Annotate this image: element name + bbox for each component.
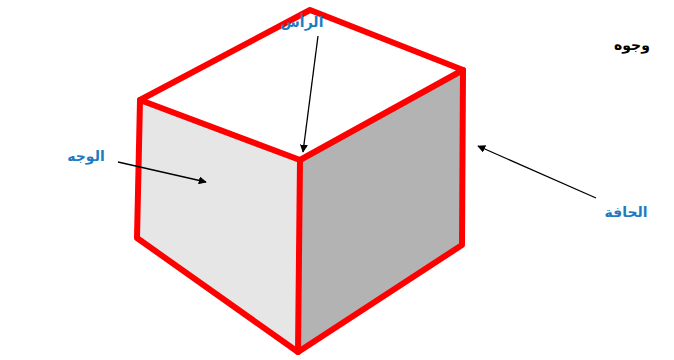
left-face bbox=[137, 100, 300, 352]
faces-fragment: وجوه bbox=[614, 37, 650, 54]
face-leader bbox=[118, 162, 206, 182]
edge-label: الحافة bbox=[604, 204, 647, 221]
cube-edges bbox=[137, 10, 463, 352]
leader-lines bbox=[118, 36, 596, 198]
vertex-leader bbox=[303, 36, 318, 152]
face-label: الوجه bbox=[67, 148, 104, 165]
edge-leader bbox=[478, 146, 596, 198]
vertex-label: الرأس bbox=[281, 14, 324, 31]
